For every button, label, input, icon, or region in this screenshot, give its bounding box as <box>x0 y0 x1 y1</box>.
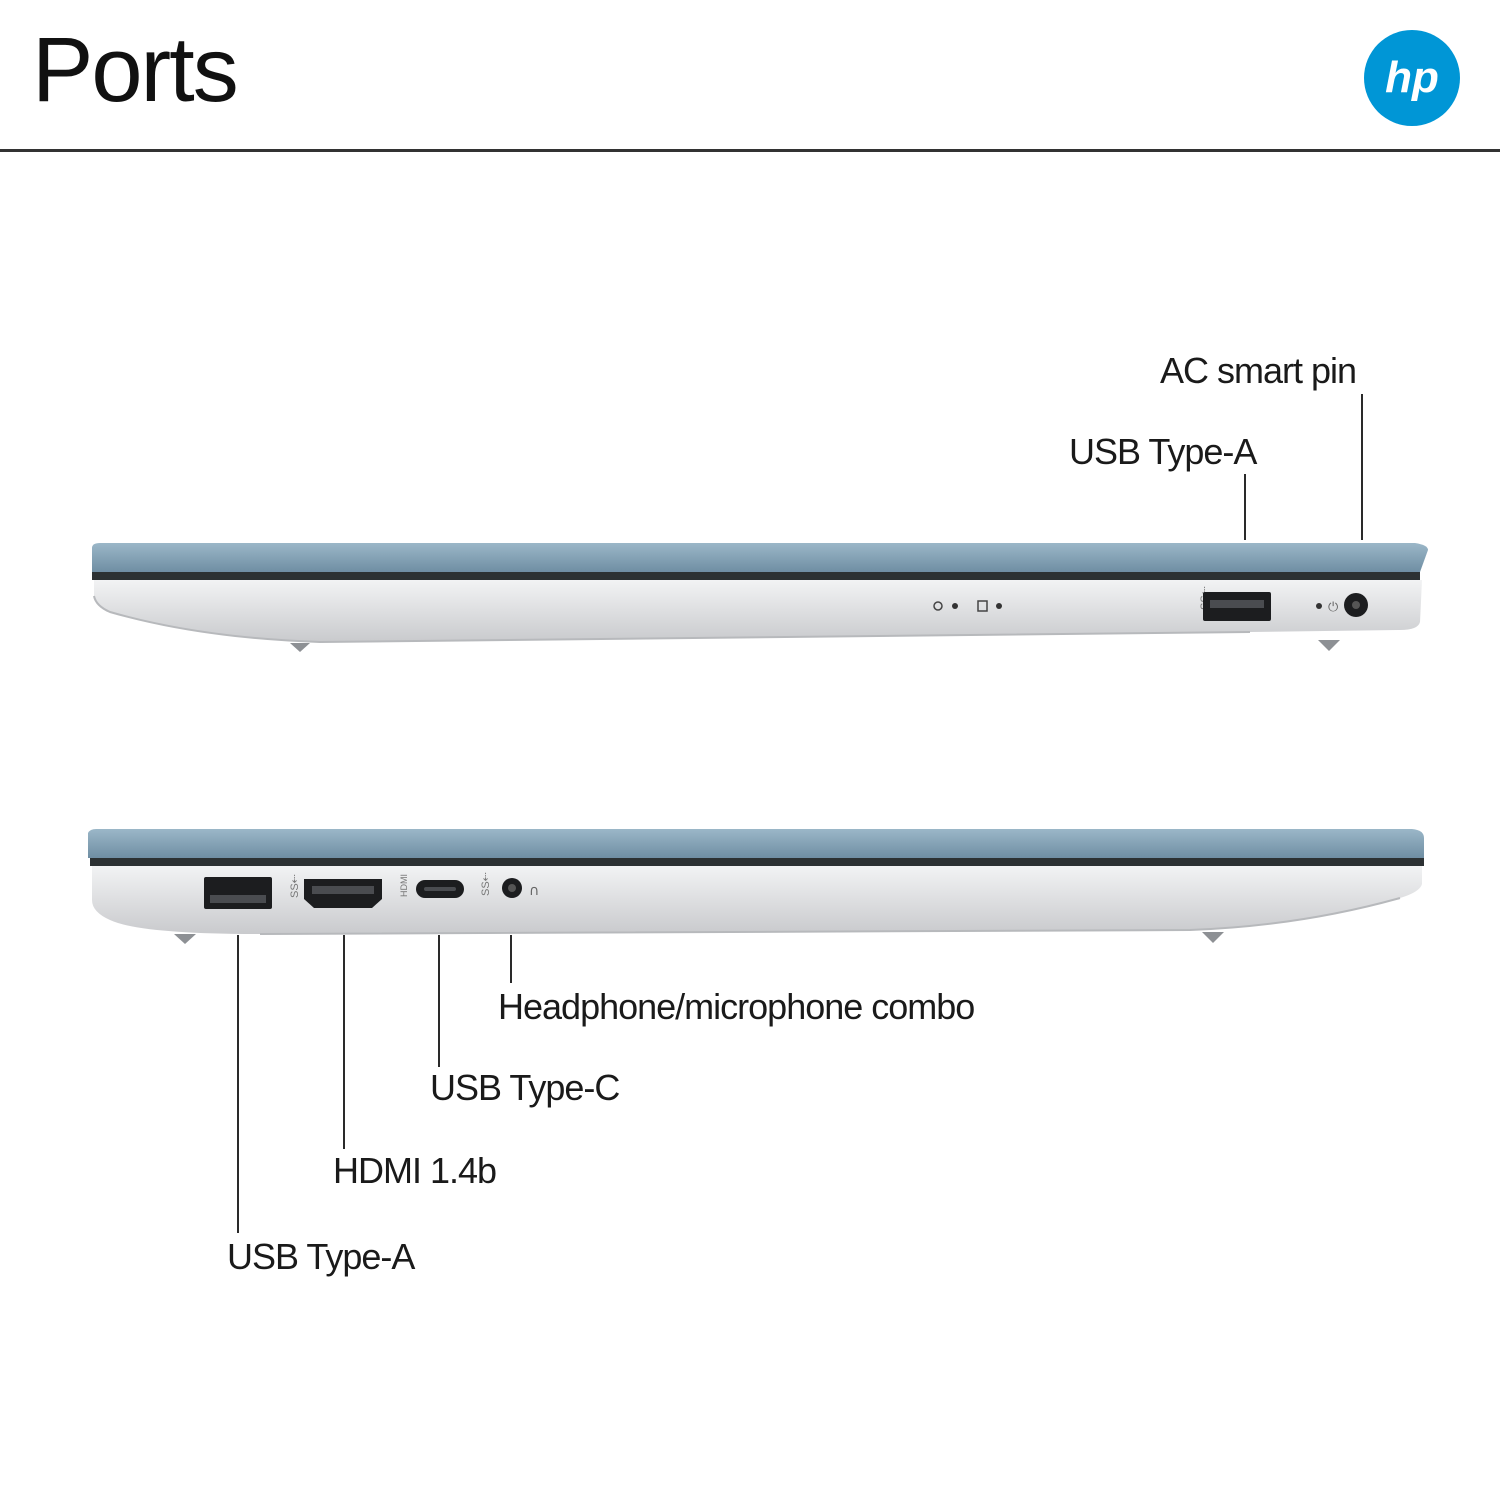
leader-line-headphone-jack <box>510 935 512 983</box>
usb-a-port-left: SS⇠ <box>204 874 301 909</box>
usb-a-port-right: SS⇠ <box>1199 586 1271 621</box>
svg-text:∩: ∩ <box>529 883 539 899</box>
hp-logo: hp <box>1364 30 1460 126</box>
leader-line-ac-smart-pin <box>1361 394 1363 540</box>
svg-text:HDMI: HDMI <box>399 874 409 897</box>
callout-usb-type-a-right: USB Type-A <box>1069 431 1257 472</box>
status-leds <box>933 600 1002 612</box>
callout-hdmi: HDMI 1.4b <box>333 1150 497 1191</box>
svg-text:SS⇠: SS⇠ <box>480 872 492 896</box>
callout-usb-type-c: USB Type-C <box>430 1067 620 1108</box>
page-title: Ports <box>32 19 239 121</box>
hdmi-port: HDMI <box>304 874 409 908</box>
leader-line-usb-type-c <box>438 935 440 1067</box>
laptop-right-side-view: SS⇠ ⏻ <box>92 543 1428 652</box>
callout-ac-smart-pin: AC smart pin <box>1160 350 1357 391</box>
leader-line-hdmi <box>343 935 345 1149</box>
header-divider <box>0 149 1500 152</box>
leader-line-usb-type-a-left <box>237 935 239 1233</box>
leader-line-usb-type-a-right <box>1244 474 1246 540</box>
laptop-left-side-view: SS⇠ HDMI SS⇠ ∩ <box>88 829 1424 944</box>
ac-smart-pin-port: ⏻ <box>1316 593 1368 617</box>
svg-text:hp: hp <box>1385 53 1439 102</box>
audio-jack: ∩ <box>502 878 539 899</box>
svg-text:SS⇠: SS⇠ <box>289 874 301 898</box>
svg-text:⏻: ⏻ <box>1328 600 1338 615</box>
callout-headphone-microphone-combo: Headphone/microphone combo <box>498 986 975 1027</box>
callout-usb-type-a-left: USB Type-A <box>227 1236 415 1277</box>
usb-c-port: SS⇠ <box>416 872 492 898</box>
